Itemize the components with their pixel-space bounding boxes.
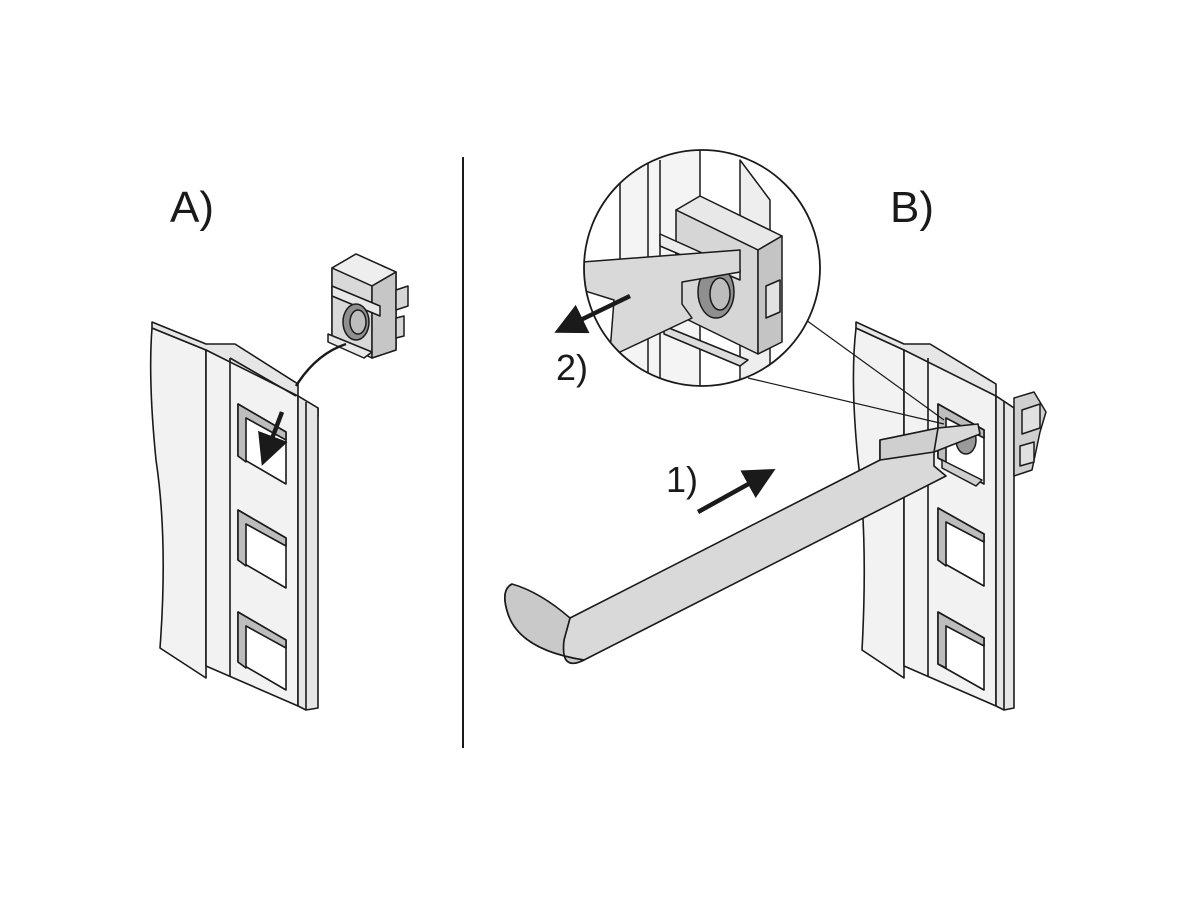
callout-leader-top bbox=[805, 319, 945, 421]
installed-cage-nut bbox=[941, 391, 1047, 487]
panel-b-label: B) bbox=[890, 183, 934, 232]
black-arrow-icon bbox=[696, 468, 776, 514]
cage-nut-clip-bottom bbox=[327, 333, 373, 359]
magnifier-border bbox=[583, 149, 821, 387]
cage-nut-icon bbox=[327, 253, 409, 359]
cage-nut-clip-top bbox=[331, 285, 381, 317]
rail-a-hole-3 bbox=[237, 611, 287, 691]
panel-a: A) bbox=[149, 183, 409, 711]
rail-a-hole-2 bbox=[237, 509, 287, 589]
rail-a-inner-face bbox=[229, 357, 297, 397]
tool-tip-tab bbox=[879, 427, 939, 461]
insert-path-line bbox=[294, 342, 347, 387]
callout-leader-bottom bbox=[747, 377, 945, 425]
installed-cage-nut-tab-2 bbox=[1019, 441, 1035, 467]
black-arrow-icon bbox=[258, 411, 288, 466]
cage-nut-thread-inner bbox=[349, 309, 367, 335]
rail-b-hole-2 bbox=[937, 507, 985, 587]
rail-b-flange bbox=[995, 395, 1015, 711]
detail-magnifier-icon bbox=[583, 149, 821, 387]
panel-a-label: A) bbox=[170, 183, 214, 232]
insertion-tool-icon bbox=[504, 423, 981, 665]
step-1-label: 1) bbox=[666, 459, 698, 500]
step-2-label: 2) bbox=[556, 347, 588, 388]
rack-rail-b bbox=[852, 321, 1015, 711]
cage-nut-side bbox=[371, 271, 397, 359]
rail-a-flange bbox=[297, 395, 319, 711]
panel-b: B) bbox=[504, 149, 1047, 711]
cage-nut-side-tab-2 bbox=[395, 315, 405, 339]
black-arrow-icon bbox=[554, 293, 631, 334]
rail-a-side-panel bbox=[149, 327, 207, 679]
cage-nut-side-tab bbox=[395, 285, 409, 311]
magnifier-tool-blade bbox=[584, 249, 741, 353]
installed-cage-nut-clip bbox=[941, 459, 983, 487]
tool-handle-edge bbox=[504, 583, 585, 661]
magnifier-nut-thread-inner bbox=[709, 277, 731, 311]
rack-rail-a bbox=[149, 321, 319, 711]
magnifier-nut-tab bbox=[765, 279, 781, 319]
installed-cage-nut-tab bbox=[1021, 403, 1041, 435]
rail-b-hole-3 bbox=[937, 611, 985, 691]
